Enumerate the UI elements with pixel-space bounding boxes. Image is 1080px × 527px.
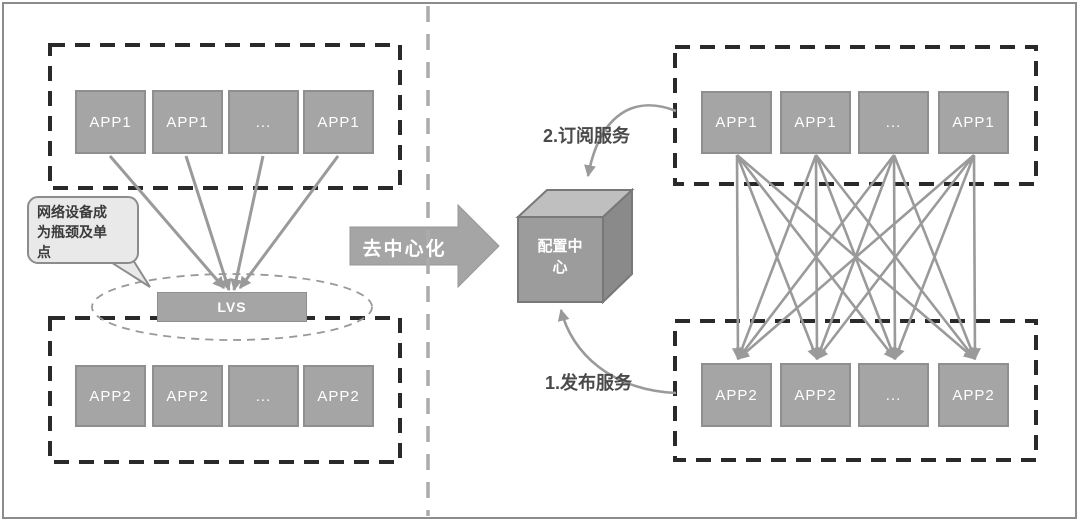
right-app2-node-4: APP2 — [938, 363, 1009, 427]
publish-service-label: 1.发布服务 — [545, 373, 633, 393]
right-app2-node-ellipsis: ... — [858, 363, 929, 427]
right-app2-node-2: APP2 — [780, 363, 851, 427]
left-app2-node-2: APP2 — [152, 365, 223, 427]
bottleneck-callout-text: 网络设备成为瓶颈及单点 — [37, 204, 107, 260]
left-app1-node-4: APP1 — [303, 90, 374, 154]
right-app2-node-1: APP2 — [701, 363, 772, 427]
left-app1-node-ellipsis: ... — [228, 90, 299, 154]
subscribe-service-label: 2.订阅服务 — [543, 126, 631, 146]
right-app1-node-4: APP1 — [938, 91, 1009, 154]
left-app2-node-1: APP2 — [75, 365, 146, 427]
lvs-load-balancer-node: LVS — [157, 292, 307, 322]
left-app1-node-1: APP1 — [75, 90, 146, 154]
right-app1-node-ellipsis: ... — [858, 91, 929, 154]
left-app1-node-2: APP1 — [152, 90, 223, 154]
right-app1-node-1: APP1 — [701, 91, 772, 154]
config-center-label: 配置中心 — [537, 238, 583, 276]
left-app2-node-ellipsis: ... — [228, 365, 299, 427]
left-app2-node-4: APP2 — [303, 365, 374, 427]
right-app1-node-2: APP1 — [780, 91, 851, 154]
transition-arrow-label: 去中心化 — [362, 238, 447, 260]
